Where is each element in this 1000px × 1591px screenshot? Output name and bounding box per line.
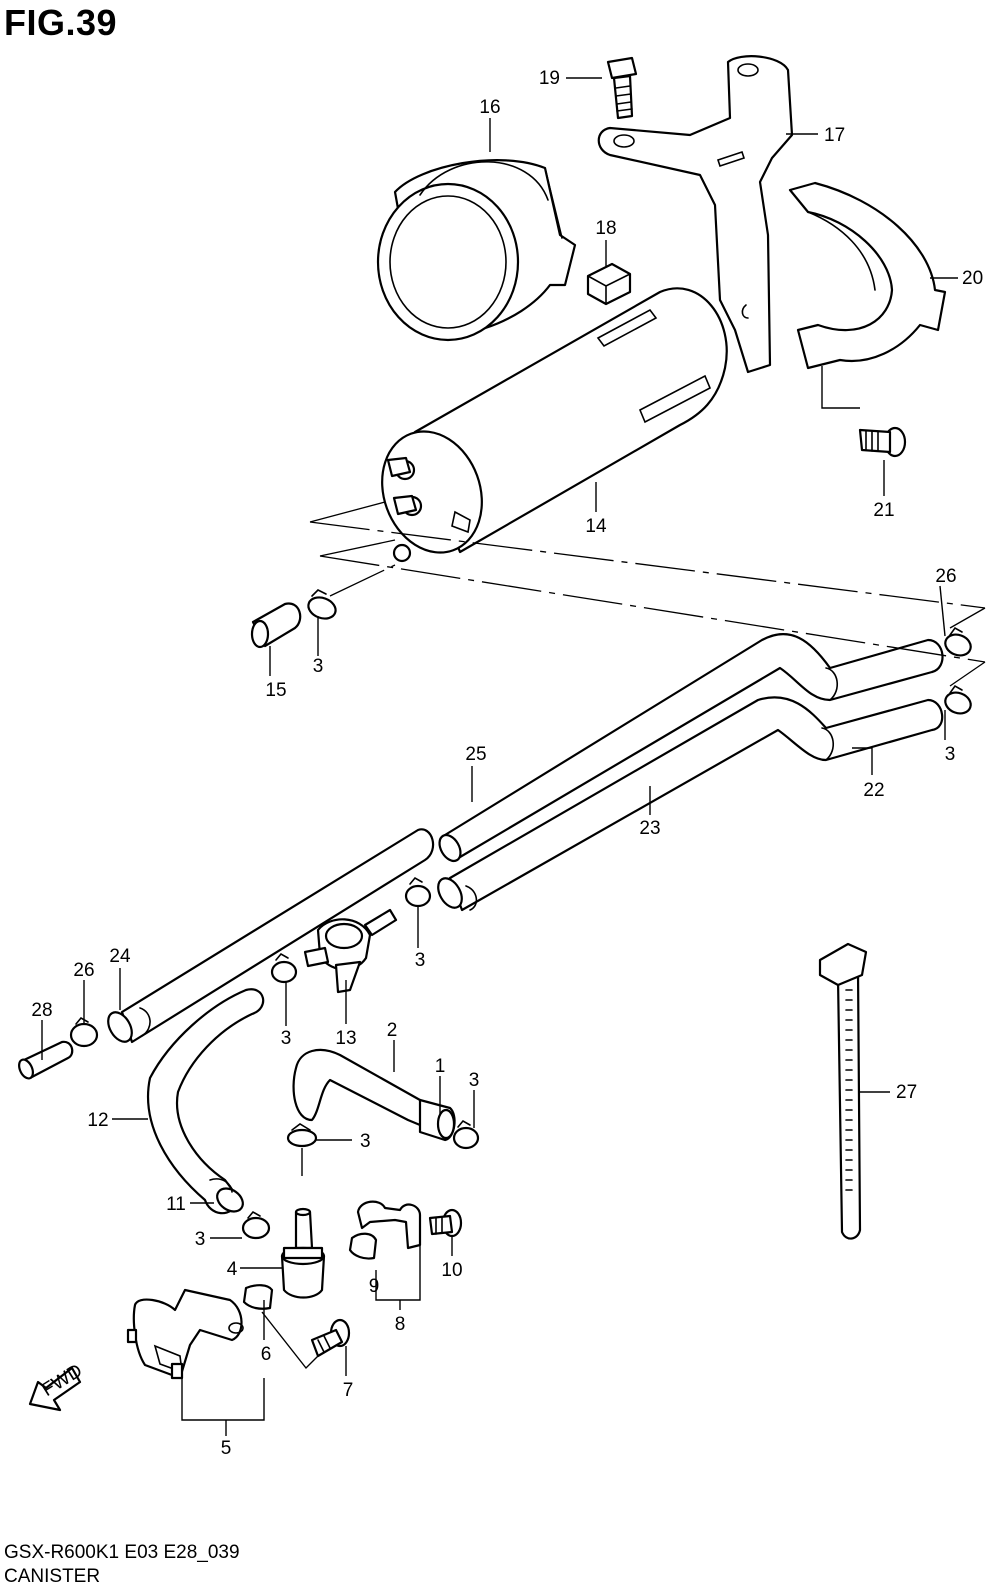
tie-strap-part-27 xyxy=(818,942,868,1240)
bolt-part-19 xyxy=(606,56,638,120)
callout-3-center: 3 xyxy=(360,1131,371,1152)
figure-title: FIG.39 xyxy=(4,2,118,43)
callout-12: 12 xyxy=(87,1110,108,1131)
callout-14: 14 xyxy=(585,516,607,537)
model-code: GSX-R600K1 E03 E28_039 xyxy=(4,1542,240,1563)
hose-part-24 xyxy=(107,828,435,1044)
screw-part-7 xyxy=(310,1318,351,1358)
hose-part-25 xyxy=(438,633,944,863)
callout-27: 27 xyxy=(896,1082,917,1103)
screw-part-21 xyxy=(858,426,907,458)
callout-15: 15 xyxy=(265,680,286,701)
callout-25: 25 xyxy=(465,744,486,765)
callout-4: 4 xyxy=(227,1259,238,1280)
callout-19: 19 xyxy=(539,68,560,89)
callout-10: 10 xyxy=(441,1260,462,1281)
fwd-arrow-icon: FWD xyxy=(28,1360,86,1412)
callout-18: 18 xyxy=(595,218,616,239)
plug-part-15 xyxy=(250,602,302,649)
clamp-part-26-left xyxy=(69,1016,99,1048)
clamp-part-9 xyxy=(348,1232,378,1260)
screw-part-10 xyxy=(428,1208,463,1238)
clamp-part-6 xyxy=(242,1284,274,1310)
callout-13: 13 xyxy=(335,1028,356,1049)
clamp-part-8 xyxy=(356,1200,422,1250)
callout-3-right-lower: 3 xyxy=(469,1070,480,1091)
callout-2: 2 xyxy=(387,1020,398,1041)
callout-3-right: 3 xyxy=(945,744,956,765)
callout-9: 9 xyxy=(369,1276,380,1297)
valve-part-13 xyxy=(303,908,398,994)
callout-6: 6 xyxy=(261,1344,272,1365)
leader-lines xyxy=(41,77,958,1436)
callout-7: 7 xyxy=(343,1380,354,1401)
hose-part-23 xyxy=(437,696,944,912)
pad-part-18 xyxy=(586,262,632,306)
callout-3-top: 3 xyxy=(313,656,324,677)
callout-8: 8 xyxy=(395,1314,406,1335)
callout-24: 24 xyxy=(109,946,131,967)
clamp-part-3-center xyxy=(286,1123,318,1148)
callout-20: 20 xyxy=(962,268,983,289)
callout-3-mid: 3 xyxy=(415,950,426,971)
hose-part-2 xyxy=(292,1048,456,1142)
canister-cap-part-16 xyxy=(376,159,577,342)
clamp-part-3-left xyxy=(270,952,298,984)
callout-3-left: 3 xyxy=(281,1028,292,1049)
reference-lines xyxy=(309,501,986,687)
clamp-part-3-right xyxy=(944,684,972,715)
joint-part-28 xyxy=(18,1040,74,1080)
callout-3-bottom: 3 xyxy=(195,1229,206,1250)
callout-21: 21 xyxy=(873,500,894,521)
callout-26-right: 26 xyxy=(935,566,956,587)
callout-5: 5 xyxy=(221,1438,232,1459)
assembly-name: CANISTER xyxy=(4,1566,101,1587)
callout-labels: 19 16 17 18 20 21 14 26 3 15 3 25 22 23 … xyxy=(31,68,983,1459)
band-part-20 xyxy=(788,181,947,370)
callout-22: 22 xyxy=(863,780,884,801)
joint-part-4 xyxy=(280,1207,326,1299)
callout-17: 17 xyxy=(824,125,845,146)
bracket-part-5 xyxy=(126,1288,244,1380)
callout-26-left: 26 xyxy=(73,960,94,981)
hose-part-12 xyxy=(146,988,265,1215)
clamp-part-3-bottom xyxy=(241,1210,271,1240)
bracket-part-17 xyxy=(597,55,794,374)
callout-16: 16 xyxy=(479,97,500,118)
clamp-part-26-right xyxy=(944,626,972,657)
clamp-part-3-right-lower xyxy=(452,1119,480,1150)
clamp-part-3-mid xyxy=(404,876,432,908)
callout-23: 23 xyxy=(639,818,660,839)
canister-body-part-14 xyxy=(381,287,728,563)
callout-28: 28 xyxy=(31,1000,52,1021)
callout-1: 1 xyxy=(435,1056,446,1077)
callout-11: 11 xyxy=(166,1194,186,1215)
